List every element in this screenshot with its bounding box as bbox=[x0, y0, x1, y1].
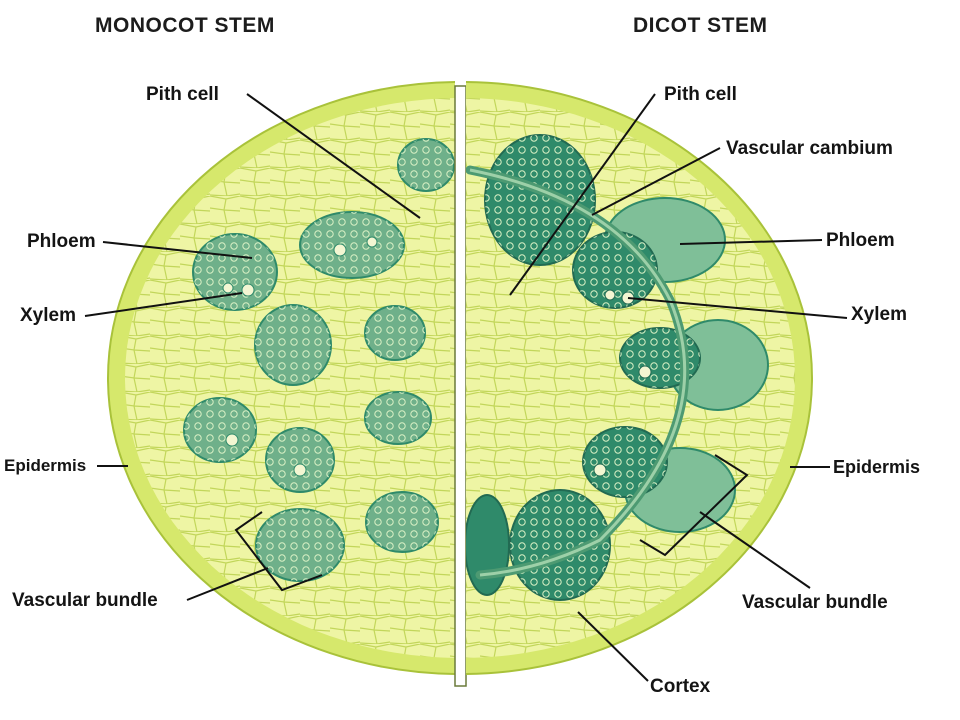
center-divider bbox=[454, 85, 467, 687]
dicot-vascular-bundles bbox=[466, 134, 769, 601]
monocot-phloem-label: Phloem bbox=[27, 231, 96, 252]
monocot-title: MONOCOT STEM bbox=[95, 14, 275, 37]
monocot-vascular-bundles bbox=[183, 138, 455, 582]
monocot-epidermis-label: Epidermis bbox=[4, 456, 87, 475]
monocot-xylem-label: Xylem bbox=[20, 305, 76, 326]
dicot-epidermis-label: Epidermis bbox=[833, 457, 921, 477]
monocot-vascular-bundle-label: Vascular bundle bbox=[12, 590, 158, 611]
leader-lines bbox=[84, 93, 848, 682]
monocot-stem-half bbox=[107, 81, 455, 675]
dicot-stem-half bbox=[466, 81, 813, 675]
dicot-phloem-label: Phloem bbox=[826, 230, 895, 251]
dicot-title: DICOT STEM bbox=[633, 14, 768, 37]
dicot-vascular-cambium-label: Vascular cambium bbox=[726, 138, 893, 159]
dicot-xylem-label: Xylem bbox=[851, 304, 907, 325]
monocot-pith-cell-label: Pith cell bbox=[146, 84, 219, 105]
dicot-pith-cell-label: Pith cell bbox=[664, 84, 737, 105]
dicot-cortex-label: Cortex bbox=[650, 676, 711, 697]
dicot-vascular-bundle-label: Vascular bundle bbox=[742, 592, 888, 613]
